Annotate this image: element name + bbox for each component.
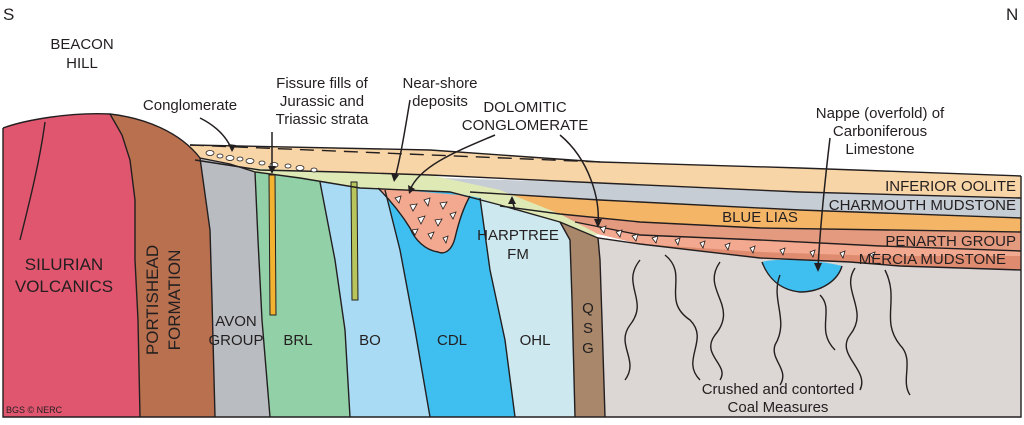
- harptree-label-2: FM: [507, 246, 529, 263]
- avon-group-block: [200, 158, 270, 417]
- blue-lias-layer: [470, 192, 1021, 232]
- inferior-oolite-label: INFERIOR OOLITE: [885, 178, 1016, 195]
- cdl-block: [385, 190, 515, 417]
- arrow-near-shore: [394, 99, 411, 179]
- bo-block: [320, 182, 430, 417]
- nappe-label-3: Limestone: [845, 141, 914, 158]
- nappe-limestone: [762, 259, 842, 292]
- portishead-label-1: PORTISHEAD: [143, 245, 162, 355]
- charmouth-label: CHARMOUTH MUDSTONE: [829, 197, 1016, 214]
- fissure-fill-2: [350, 181, 359, 301]
- fissure-label-1: Fissure fills of: [276, 75, 369, 92]
- inferior-oolite-layer: [190, 145, 1021, 198]
- ohl-label: OHL: [520, 332, 551, 349]
- beacon-hill-label-1: BEACON: [50, 36, 113, 53]
- cdl-label: CDL: [437, 332, 467, 349]
- mercia-label: MERCIA MUDSTONE: [859, 251, 1006, 268]
- coal-measures-block: [598, 238, 1021, 417]
- annotation-arrows: [199, 99, 831, 272]
- credit-label: BGS © NERC: [6, 405, 63, 415]
- fissure-label-2: Jurassic and: [280, 93, 364, 110]
- arrow-dolomitic: [409, 134, 496, 191]
- near-shore-label-2: deposits: [412, 93, 468, 110]
- conglomerate-clasts: [205, 150, 876, 260]
- penarth-label: PENARTH GROUP: [885, 233, 1016, 250]
- avon-label-2: GROUP: [208, 332, 263, 349]
- fissure-label-3: Triassic strata: [276, 111, 369, 128]
- qsg-label-q: Q: [582, 300, 594, 317]
- south-label: S: [3, 5, 14, 24]
- portishead-label-group: PORTISHEAD FORMATION: [143, 245, 184, 355]
- coal-measures-label-2: Coal Measures: [728, 399, 829, 416]
- boundary-lines: [2, 112, 1022, 418]
- silurian-volcanics-block: [3, 113, 140, 418]
- beacon-hill-label-2: HILL: [66, 55, 98, 72]
- dolomitic-label-2: CONGLOMERATE: [462, 117, 588, 134]
- arrow-nappe: [817, 137, 831, 269]
- harptree-formation-layer: [240, 168, 598, 238]
- coal-measures-label-1: Crushed and contorted: [702, 381, 855, 398]
- fissure-fill-1: [268, 174, 277, 316]
- penarth-group-layer: [545, 212, 1021, 251]
- avon-label-1: AVON: [215, 313, 256, 330]
- nappe-label-1: Nappe (overfold) of: [816, 105, 945, 122]
- brl-block: [255, 172, 350, 417]
- north-label: N: [1006, 5, 1018, 24]
- qsg-label-s: S: [583, 320, 593, 337]
- portishead-formation-block: [110, 114, 215, 417]
- arrow-dolomitic-2: [559, 134, 599, 225]
- silurian-label-1: SILURIAN: [25, 255, 103, 274]
- harptree-label-1: HARPTREE: [477, 227, 559, 244]
- qsg-label-g: G: [582, 340, 594, 357]
- charmouth-mudstone-layer: [410, 177, 1021, 218]
- portishead-label-2: FORMATION: [165, 250, 184, 351]
- silurian-label-2: VOLCANICS: [15, 277, 113, 296]
- coal-measures-folds: [624, 254, 911, 396]
- blue-lias-label: BLUE LIAS: [722, 209, 798, 226]
- brl-label: BRL: [283, 332, 312, 349]
- conglomerate-label: Conglomerate: [143, 97, 237, 114]
- bo-label: BO: [359, 332, 381, 349]
- dolomitic-label-1: DOLOMITIC: [483, 99, 567, 116]
- ohl-block: [480, 198, 575, 417]
- nappe-label-2: Carboniferous: [833, 123, 927, 140]
- near-shore-label-1: Near-shore: [402, 75, 477, 92]
